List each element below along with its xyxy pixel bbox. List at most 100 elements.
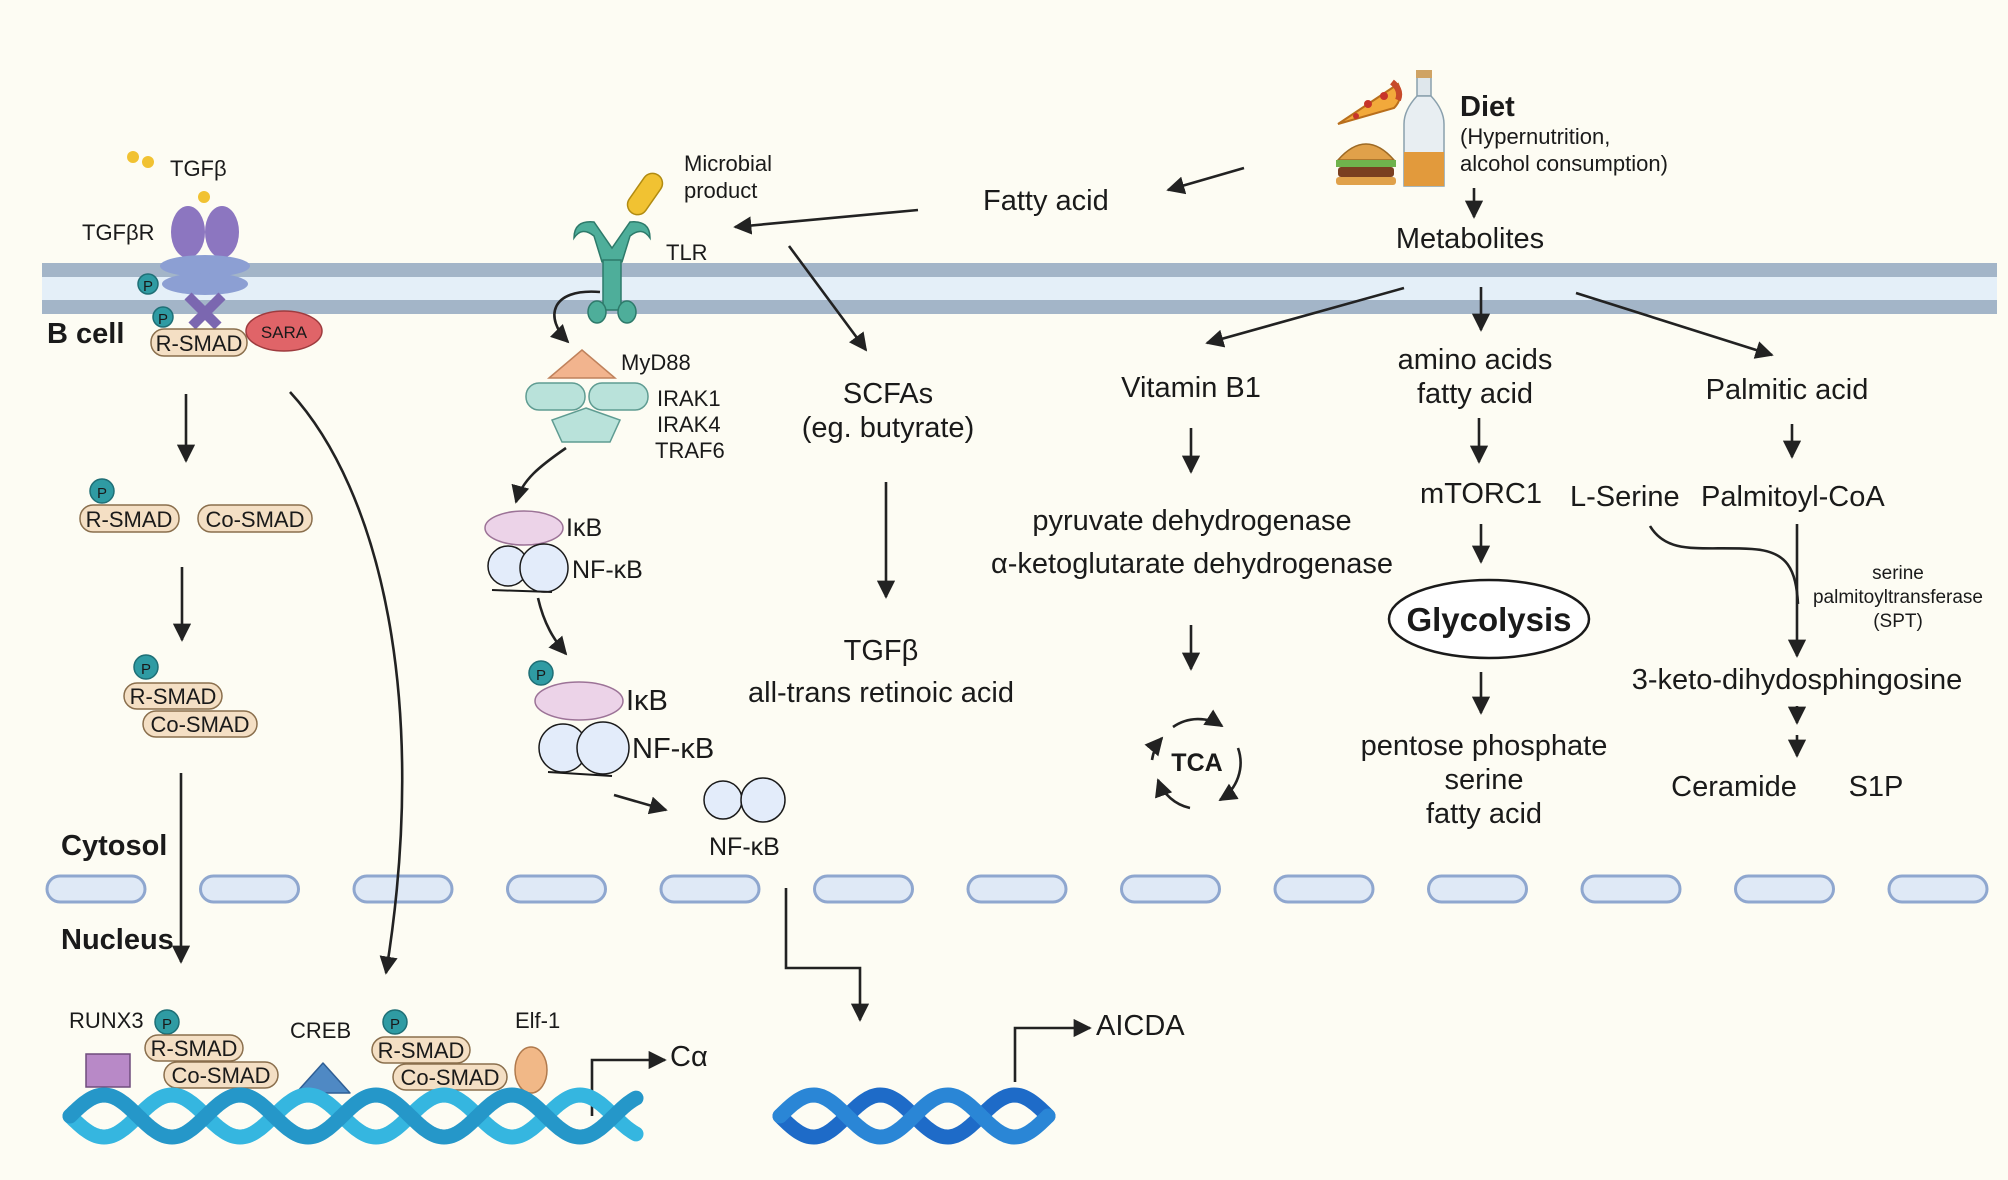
svg-text:Co-SMAD: Co-SMAD xyxy=(150,712,249,737)
tca-label: TCA xyxy=(1171,749,1222,777)
nfkb-label: NF-κB xyxy=(709,833,780,861)
c-alpha-label: Cα xyxy=(670,1041,708,1073)
nuclear-pore xyxy=(352,874,454,904)
arrow xyxy=(1166,166,1245,195)
l-serine-label: L-Serine xyxy=(1570,481,1680,513)
nucleus-label: Nucleus xyxy=(61,924,174,956)
palmitoyl-coa-label: Palmitoyl-CoA xyxy=(1701,481,1885,513)
co-smad-box: Co-SMAD xyxy=(392,1063,508,1091)
nfkb-icon xyxy=(538,721,630,777)
p-badge: P xyxy=(528,660,554,686)
arrow xyxy=(1575,291,1774,359)
svg-text:P: P xyxy=(536,667,546,684)
co-smad-box: Co-SMAD xyxy=(197,504,313,533)
myd88-label: MyD88 xyxy=(621,350,691,375)
pentose-phosphate-label: pentose phosphate xyxy=(1361,730,1608,762)
svg-text:P: P xyxy=(162,1016,172,1033)
glycolysis-label: Glycolysis xyxy=(1406,601,1571,638)
arrow xyxy=(1205,286,1405,348)
aicda-label: AICDA xyxy=(1096,1010,1185,1042)
pdh-label: pyruvate dehydrogenase xyxy=(1032,505,1351,537)
s1p-label: S1P xyxy=(1849,771,1904,803)
irak-complex-icon xyxy=(525,382,649,443)
diet-note-2: alcohol consumption) xyxy=(1460,151,1668,176)
amino-acids-label: amino acids xyxy=(1398,344,1553,376)
ikb-icon xyxy=(534,681,624,721)
runx3-icon xyxy=(85,1053,131,1088)
akgdh-label: α-ketoglutarate dehydrogenase xyxy=(991,548,1393,580)
ikb-label: IκB xyxy=(626,685,668,717)
serine-label: serine xyxy=(1445,764,1524,796)
arrow xyxy=(784,888,870,1022)
amino-fatty-acid-label: fatty acid xyxy=(1417,378,1533,410)
retinoic-acid-label: all-trans retinoic acid xyxy=(748,677,1014,709)
runx3-label: RUNX3 xyxy=(69,1008,144,1033)
mtorc1-label: mTORC1 xyxy=(1420,478,1542,510)
diet-title: Diet xyxy=(1460,91,1515,123)
tgfb-label: TGFβ xyxy=(844,635,919,667)
svg-text:Co-SMAD: Co-SMAD xyxy=(400,1065,499,1090)
arrow xyxy=(549,290,601,344)
nfkb-label: NF-κB xyxy=(572,556,643,584)
fatty-acid-label: Fatty acid xyxy=(983,185,1109,217)
ceramide-label: Ceramide xyxy=(1671,771,1797,803)
ikb-icon xyxy=(484,510,564,546)
svg-text:R-SMAD: R-SMAD xyxy=(130,684,217,709)
nuclear-pore xyxy=(1120,874,1221,904)
svg-text:P: P xyxy=(141,661,151,678)
arrow xyxy=(613,793,668,815)
bottle-icon xyxy=(1403,70,1445,187)
p-badge: P xyxy=(382,1009,408,1035)
svg-text:SARA: SARA xyxy=(261,323,308,342)
tgfb-ligand-icon xyxy=(127,151,154,168)
svg-text:R-SMAD: R-SMAD xyxy=(156,331,243,356)
nuclear-pore xyxy=(199,874,300,904)
svg-text:P: P xyxy=(158,311,168,328)
arrow xyxy=(511,446,567,504)
nfkb-label: NF-κB xyxy=(632,733,714,765)
cytosol-label: Cytosol xyxy=(61,830,167,862)
p-badge: P xyxy=(152,306,174,328)
ikb-label: IκB xyxy=(566,514,602,542)
nuclear-pore xyxy=(1427,874,1528,904)
myd88-icon xyxy=(546,349,618,379)
tgfbr-label: TGFβR xyxy=(82,220,155,245)
nfkb-icon xyxy=(703,777,786,823)
nuclear-pore xyxy=(813,874,914,904)
diet-note-1: (Hypernutrition, xyxy=(1460,124,1610,149)
nuclear-pore xyxy=(1273,874,1375,904)
elf1-label: Elf-1 xyxy=(515,1008,560,1033)
r-smad-box: R-SMAD xyxy=(144,1034,244,1062)
svg-text:Co-SMAD: Co-SMAD xyxy=(205,507,304,532)
b-cell-label: B cell xyxy=(47,318,124,350)
svg-text:R-SMAD: R-SMAD xyxy=(151,1036,238,1061)
dna-helix-left xyxy=(62,1087,644,1145)
p-badge: P xyxy=(133,654,159,680)
svg-text:Co-SMAD: Co-SMAD xyxy=(171,1063,270,1088)
spt-label-3: (SPT) xyxy=(1873,611,1923,632)
co-smad-box: Co-SMAD xyxy=(142,710,258,738)
r-smad-box: R-SMAD xyxy=(150,328,248,357)
vitamin-b1-label: Vitamin B1 xyxy=(1121,372,1261,404)
plasma-membrane xyxy=(42,263,1997,314)
svg-text:R-SMAD: R-SMAD xyxy=(86,507,173,532)
tca-cycle-icon xyxy=(1144,709,1242,810)
scfas-label: SCFAs xyxy=(843,378,933,410)
svg-text:P: P xyxy=(143,278,153,295)
arrow xyxy=(733,208,919,235)
keto-sphingosine-label: 3-keto-dihydosphingosine xyxy=(1632,664,1963,696)
nuclear-pore xyxy=(45,874,147,904)
tlr-receptor-icon xyxy=(573,221,651,324)
arrow xyxy=(289,391,404,975)
r-smad-box: R-SMAD xyxy=(371,1036,471,1064)
microbial-label-1: Microbial xyxy=(684,151,772,176)
ppp-fatty-acid-label: fatty acid xyxy=(1426,798,1542,830)
burger-icon xyxy=(1336,143,1396,185)
nuclear-pore xyxy=(506,874,607,904)
svg-text:P: P xyxy=(390,1016,400,1033)
glycolysis-ellipse xyxy=(1387,578,1591,660)
metabolites-label: Metabolites xyxy=(1396,223,1544,255)
svg-text:P: P xyxy=(97,485,107,502)
elf1-icon xyxy=(514,1046,548,1094)
co-smad-box: Co-SMAD xyxy=(163,1061,279,1089)
